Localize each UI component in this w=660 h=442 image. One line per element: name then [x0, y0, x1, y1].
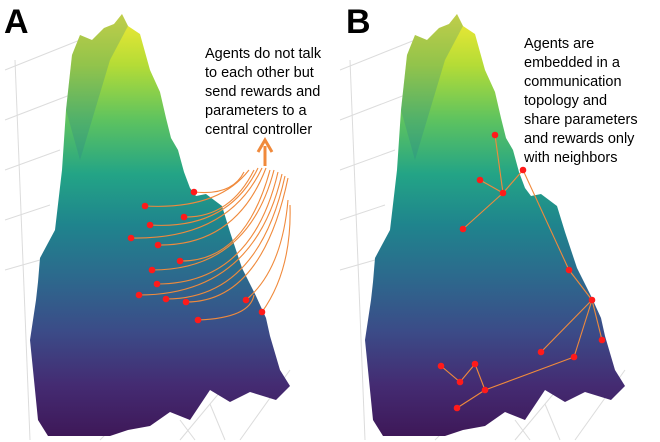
agent-dot: [491, 131, 499, 139]
agent-dot: [194, 316, 202, 324]
agent-dot: [127, 234, 135, 242]
agent-dot: [258, 308, 266, 316]
agent-dot: [176, 257, 184, 265]
agent-dot: [182, 298, 190, 306]
agent-dot: [570, 353, 578, 361]
agent-dot: [190, 188, 198, 196]
agent-dot: [146, 221, 154, 229]
caption-line: Agents are: [524, 36, 595, 52]
agent-dot: [481, 386, 489, 394]
agent-dot: [153, 280, 161, 288]
caption-line: with neighbors: [524, 150, 618, 166]
agent-dot: [162, 295, 170, 303]
caption-line: embedded in a: [524, 55, 620, 71]
panel-a: A: [4, 3, 291, 441]
peak-shading-a: [66, 14, 128, 160]
agent-dot: [565, 266, 573, 274]
agent-dot: [180, 213, 188, 221]
agent-dot: [459, 225, 467, 233]
agent-dot: [471, 360, 479, 368]
caption-line: and rewards only: [524, 131, 635, 147]
caption-panel-b: Agents are embedded in a communication t…: [524, 35, 638, 168]
caption-line: send rewards and: [205, 84, 321, 100]
agent-dot: [437, 362, 445, 370]
caption-line: communication: [524, 74, 622, 90]
agent-dot: [499, 189, 507, 197]
agent-links-a: [130, 167, 291, 321]
agent-dot: [141, 202, 149, 210]
panel-letter-a: A: [4, 3, 29, 41]
caption-panel-a: Agents do not talk to each other but sen…: [205, 45, 321, 140]
fitness-landscape-b: [365, 14, 625, 436]
agents-b: [437, 131, 606, 412]
panel-letter-b: B: [346, 3, 371, 41]
caption-line: parameters to a: [205, 103, 307, 119]
arrow-to-controller: [256, 137, 274, 166]
panel-b: B: [339, 3, 626, 441]
agent-dot: [588, 296, 596, 304]
agent-dot: [537, 348, 545, 356]
peak-shading-b: [401, 14, 463, 160]
topology-links-b: [440, 134, 603, 409]
agent-dot: [598, 336, 606, 344]
agent-dot: [135, 291, 143, 299]
caption-line: to each other but: [205, 65, 314, 81]
agents-a: [127, 188, 266, 324]
agent-dot: [476, 176, 484, 184]
agent-dot: [242, 296, 250, 304]
caption-line: topology and: [524, 93, 608, 109]
agent-dot: [148, 266, 156, 274]
agent-dot: [456, 378, 464, 386]
agent-dot: [519, 166, 527, 174]
caption-line: Agents do not talk: [205, 46, 322, 62]
agent-dot: [453, 404, 461, 412]
agent-dot: [154, 241, 162, 249]
caption-line: central controller: [205, 122, 313, 138]
caption-line: share parameters: [524, 112, 638, 128]
